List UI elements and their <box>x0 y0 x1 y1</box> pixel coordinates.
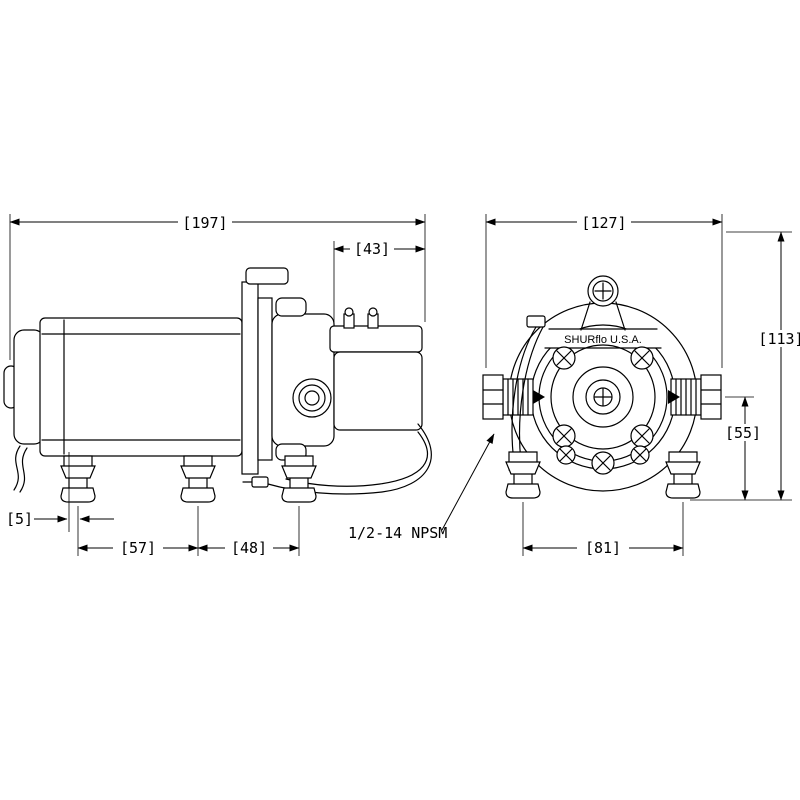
dim-rear-foot-spacing-label: [48] <box>231 539 267 557</box>
bottom-screw-center <box>591 451 615 475</box>
dim-front-foot-spacing-label: [57] <box>120 539 156 557</box>
dimension-front-foot-spacing: [57] <box>77 506 199 557</box>
head-screw-upper-left <box>552 346 576 370</box>
bottom-screw-left <box>556 445 576 465</box>
port-thread-label: 1/2-14 NPSM <box>348 524 447 542</box>
dimension-foot-offset: [5] <box>6 452 114 532</box>
right-port-hex-nut <box>700 374 722 420</box>
bottom-screw-right <box>630 445 650 465</box>
flow-arrow-left-icon <box>533 390 545 404</box>
mounting-foot-middle <box>180 455 216 503</box>
switch-cable-2 <box>285 431 428 487</box>
head-screw-lower-right <box>630 424 654 448</box>
brand-plate <box>549 329 657 348</box>
dim-overall-height-label: [113] <box>758 330 800 348</box>
valve-plate-1 <box>241 281 259 475</box>
dim-overall-length-label: [197] <box>182 214 227 232</box>
motor-wire-1 <box>13 445 21 491</box>
front-wire-connector <box>526 315 546 328</box>
dimension-overall-width: [127] <box>485 213 723 368</box>
pump-head-side <box>271 313 335 447</box>
front-view: SHURflo U.S.A. <box>482 275 722 499</box>
head-circle-mid <box>572 366 634 428</box>
dim-front-view-foot-spacing-label: [81] <box>585 539 621 557</box>
brand-label: SHURflo U.S.A. <box>564 334 642 346</box>
top-tab-left-line <box>580 301 591 331</box>
left-port-hex-nut <box>482 374 504 420</box>
head-screw-lower-left <box>552 424 576 448</box>
side-port-inner <box>304 390 320 406</box>
dimension-overall-length: [197] <box>9 213 426 360</box>
flow-arrow-right-icon <box>668 390 680 404</box>
pressure-switch-body <box>333 351 423 431</box>
side-view <box>3 267 432 503</box>
valve-plate-2 <box>257 297 273 461</box>
head-circle-small <box>585 379 621 415</box>
pressure-switch-top <box>329 325 423 353</box>
port-thread-callout: 1/2-14 NPSM <box>348 433 495 542</box>
mounting-foot-front <box>60 455 96 503</box>
head-screw-upper-right <box>630 346 654 370</box>
dimension-front-view-foot-spacing: [81] <box>522 502 684 557</box>
dimension-switch-length: [43] <box>333 240 426 322</box>
cable-connector <box>251 476 269 488</box>
top-tab-right-line <box>615 301 626 331</box>
dim-overall-width-label: [127] <box>581 214 626 232</box>
dimension-port-height: [55] <box>719 396 767 501</box>
valve-bump-top <box>275 297 307 317</box>
motor-wire-2 <box>19 447 28 493</box>
dim-switch-length-label: [43] <box>354 240 390 258</box>
terminal-washer-2 <box>368 307 378 317</box>
side-port-mid <box>298 384 326 412</box>
outlet-port-right <box>670 374 722 420</box>
mounting-foot-rear <box>281 455 317 503</box>
dim-port-height-label: [55] <box>725 424 761 442</box>
front-foot-left <box>505 451 541 499</box>
inlet-port-left <box>482 374 534 420</box>
head-circle-bolt <box>550 344 656 450</box>
head-top-cap <box>245 267 289 285</box>
motor-body <box>39 317 243 457</box>
dim-foot-offset-label: [5] <box>6 510 33 528</box>
front-wire-2 <box>518 326 544 463</box>
front-foot-right <box>665 451 701 499</box>
dimension-rear-foot-spacing: [48] <box>197 506 300 557</box>
terminal-washer-1 <box>344 307 354 317</box>
dimension-overall-height: [113] <box>690 231 800 501</box>
